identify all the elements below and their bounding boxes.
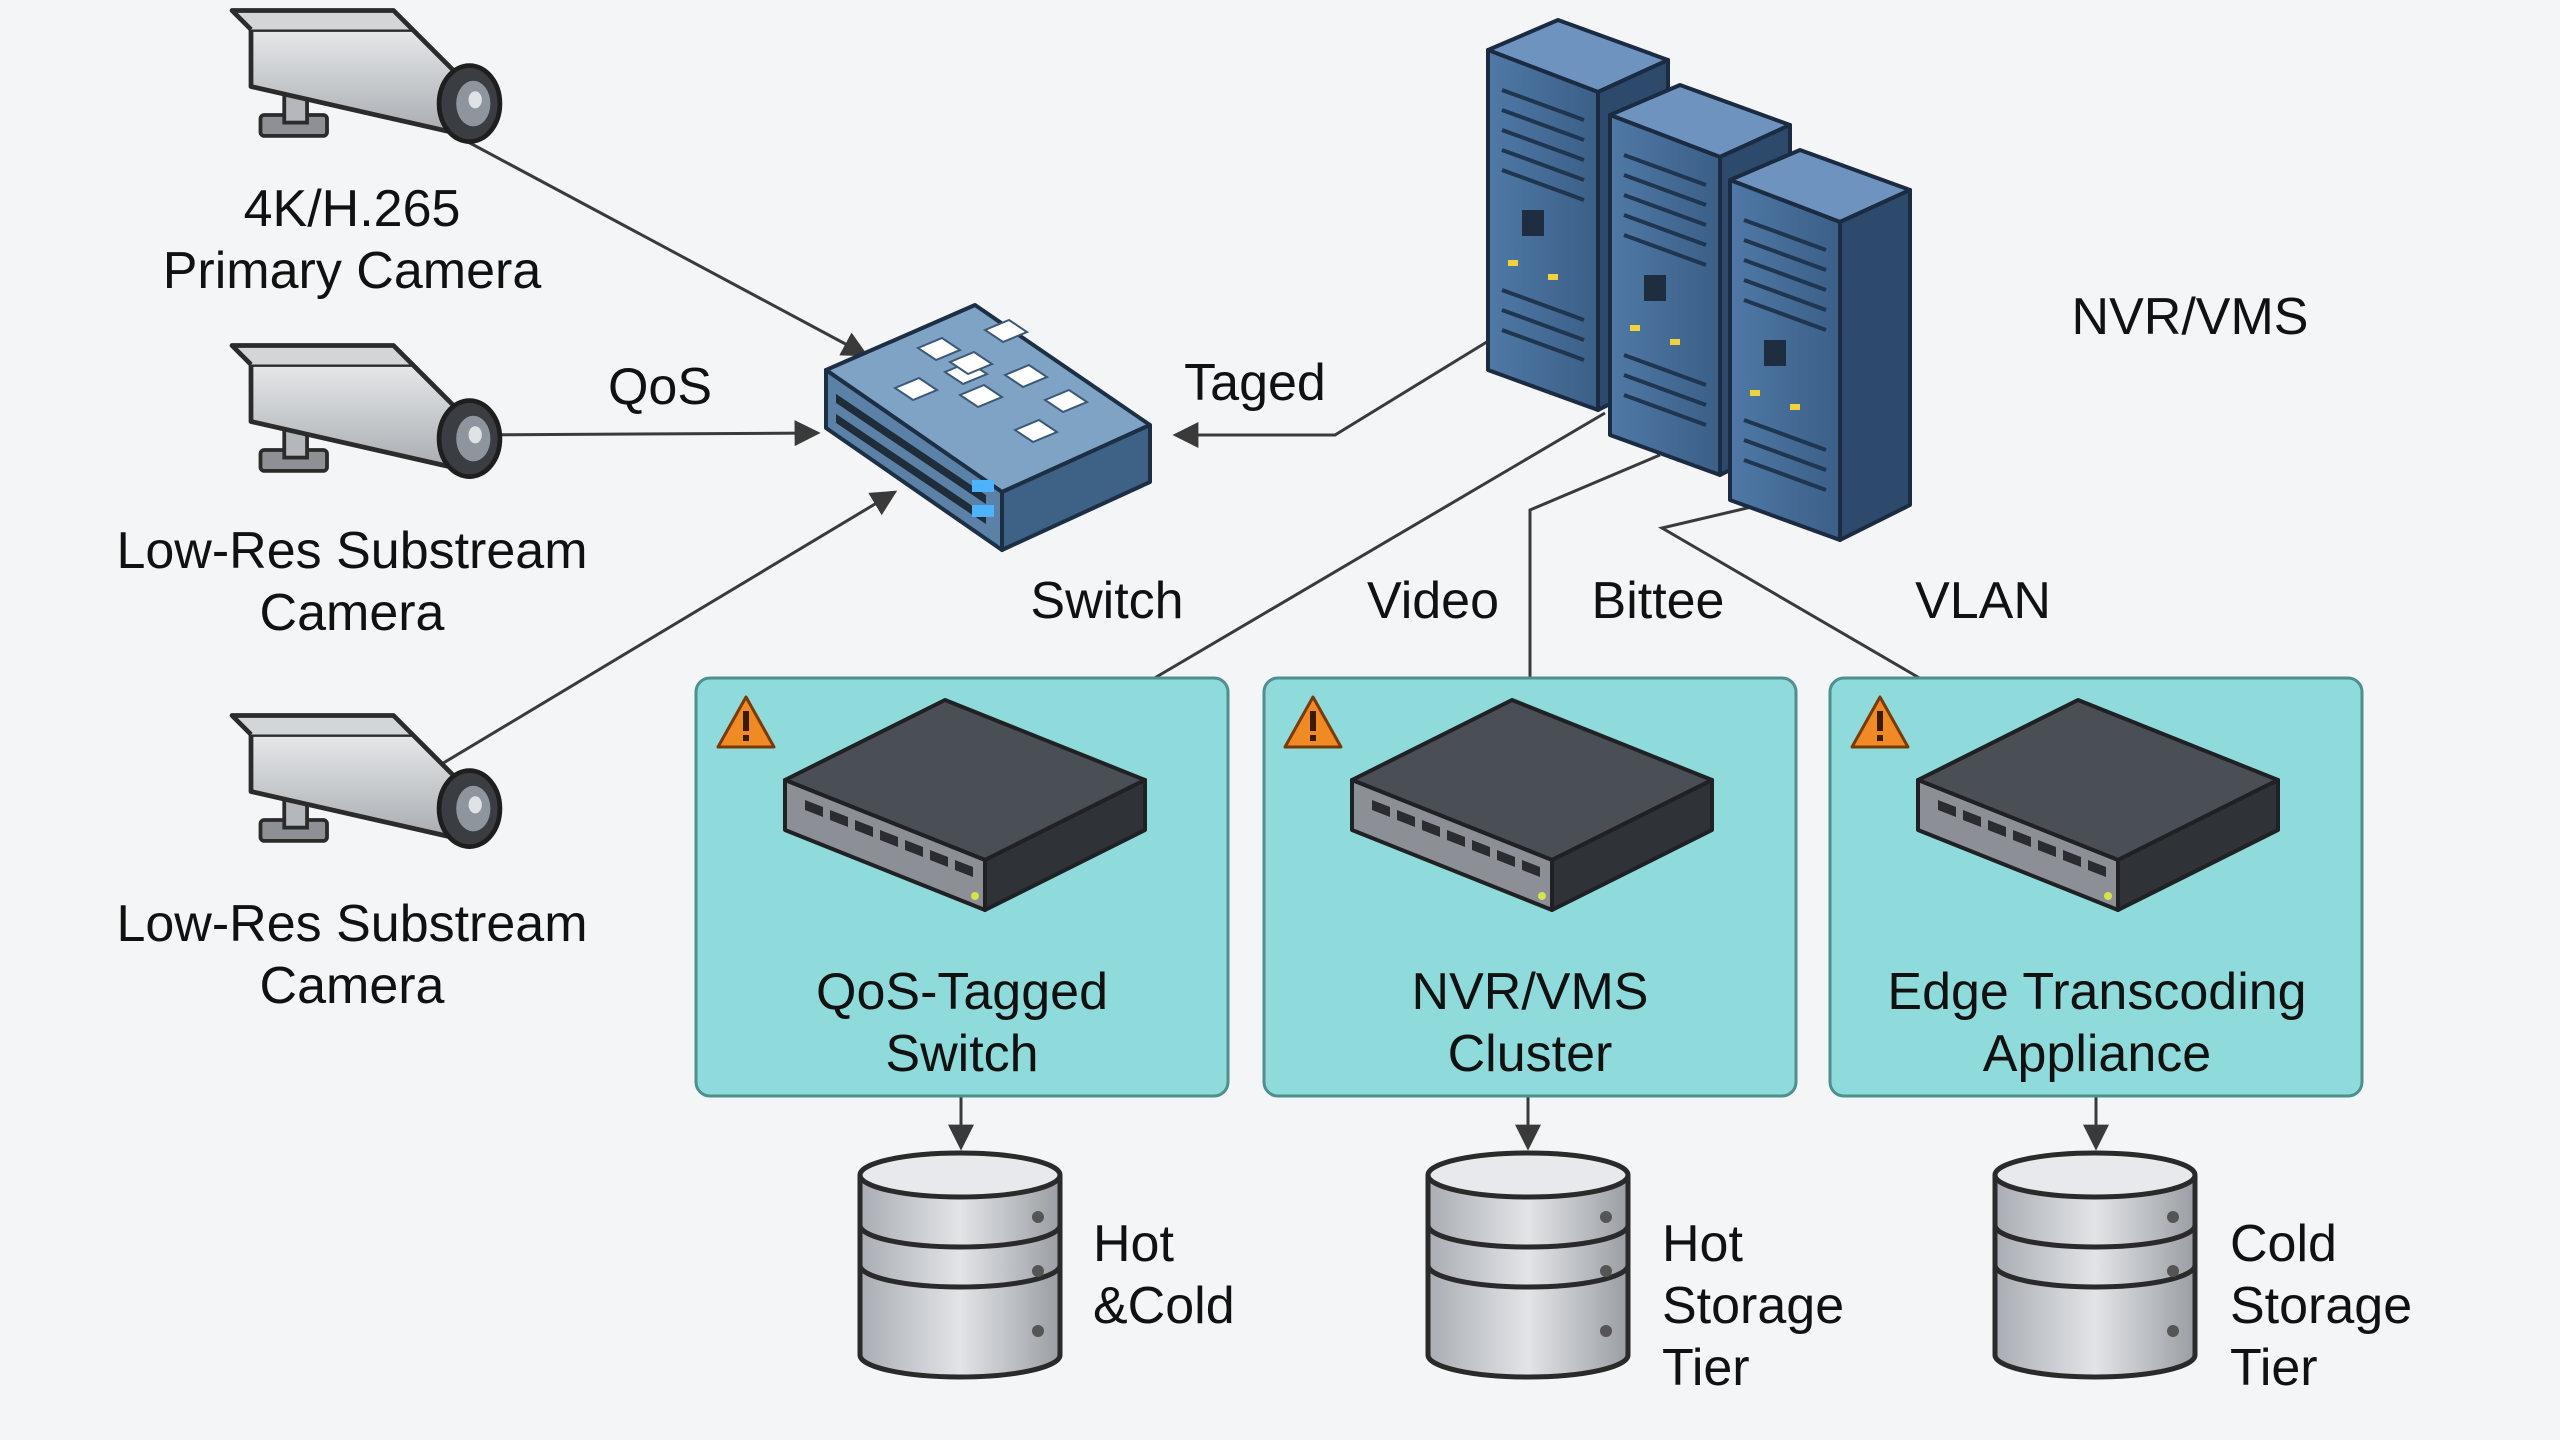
link-label-video: Video [1366,572,1500,630]
storage-icon [1995,1153,2195,1377]
storage-icon [860,1153,1060,1377]
link-label-qos: QoS [607,358,713,416]
link-label-taged: Taged [1184,354,1326,412]
server-icon [1728,148,1912,542]
link-camera2-switch [469,420,821,447]
link-camera1-switch [454,133,869,357]
camera-icon [232,11,500,142]
storage-label: Hot&Cold [1093,1215,1235,1335]
link-server-panel2 [1517,453,1661,725]
switch-icon [824,303,1152,552]
server-label: NVR/VMS [2071,288,2309,346]
link-label-bittee: Bittee [1591,572,1725,630]
storage-icon [1428,1153,1628,1377]
camera-icon [232,346,500,477]
link-camera3-switch [439,490,898,767]
switch-label: Switch [1030,572,1184,630]
link-server-switch [1172,338,1491,448]
camera-icon [232,716,500,847]
link-label-vlan: VLAN [1915,572,2051,630]
link-server-panel3 [1657,503,1998,724]
